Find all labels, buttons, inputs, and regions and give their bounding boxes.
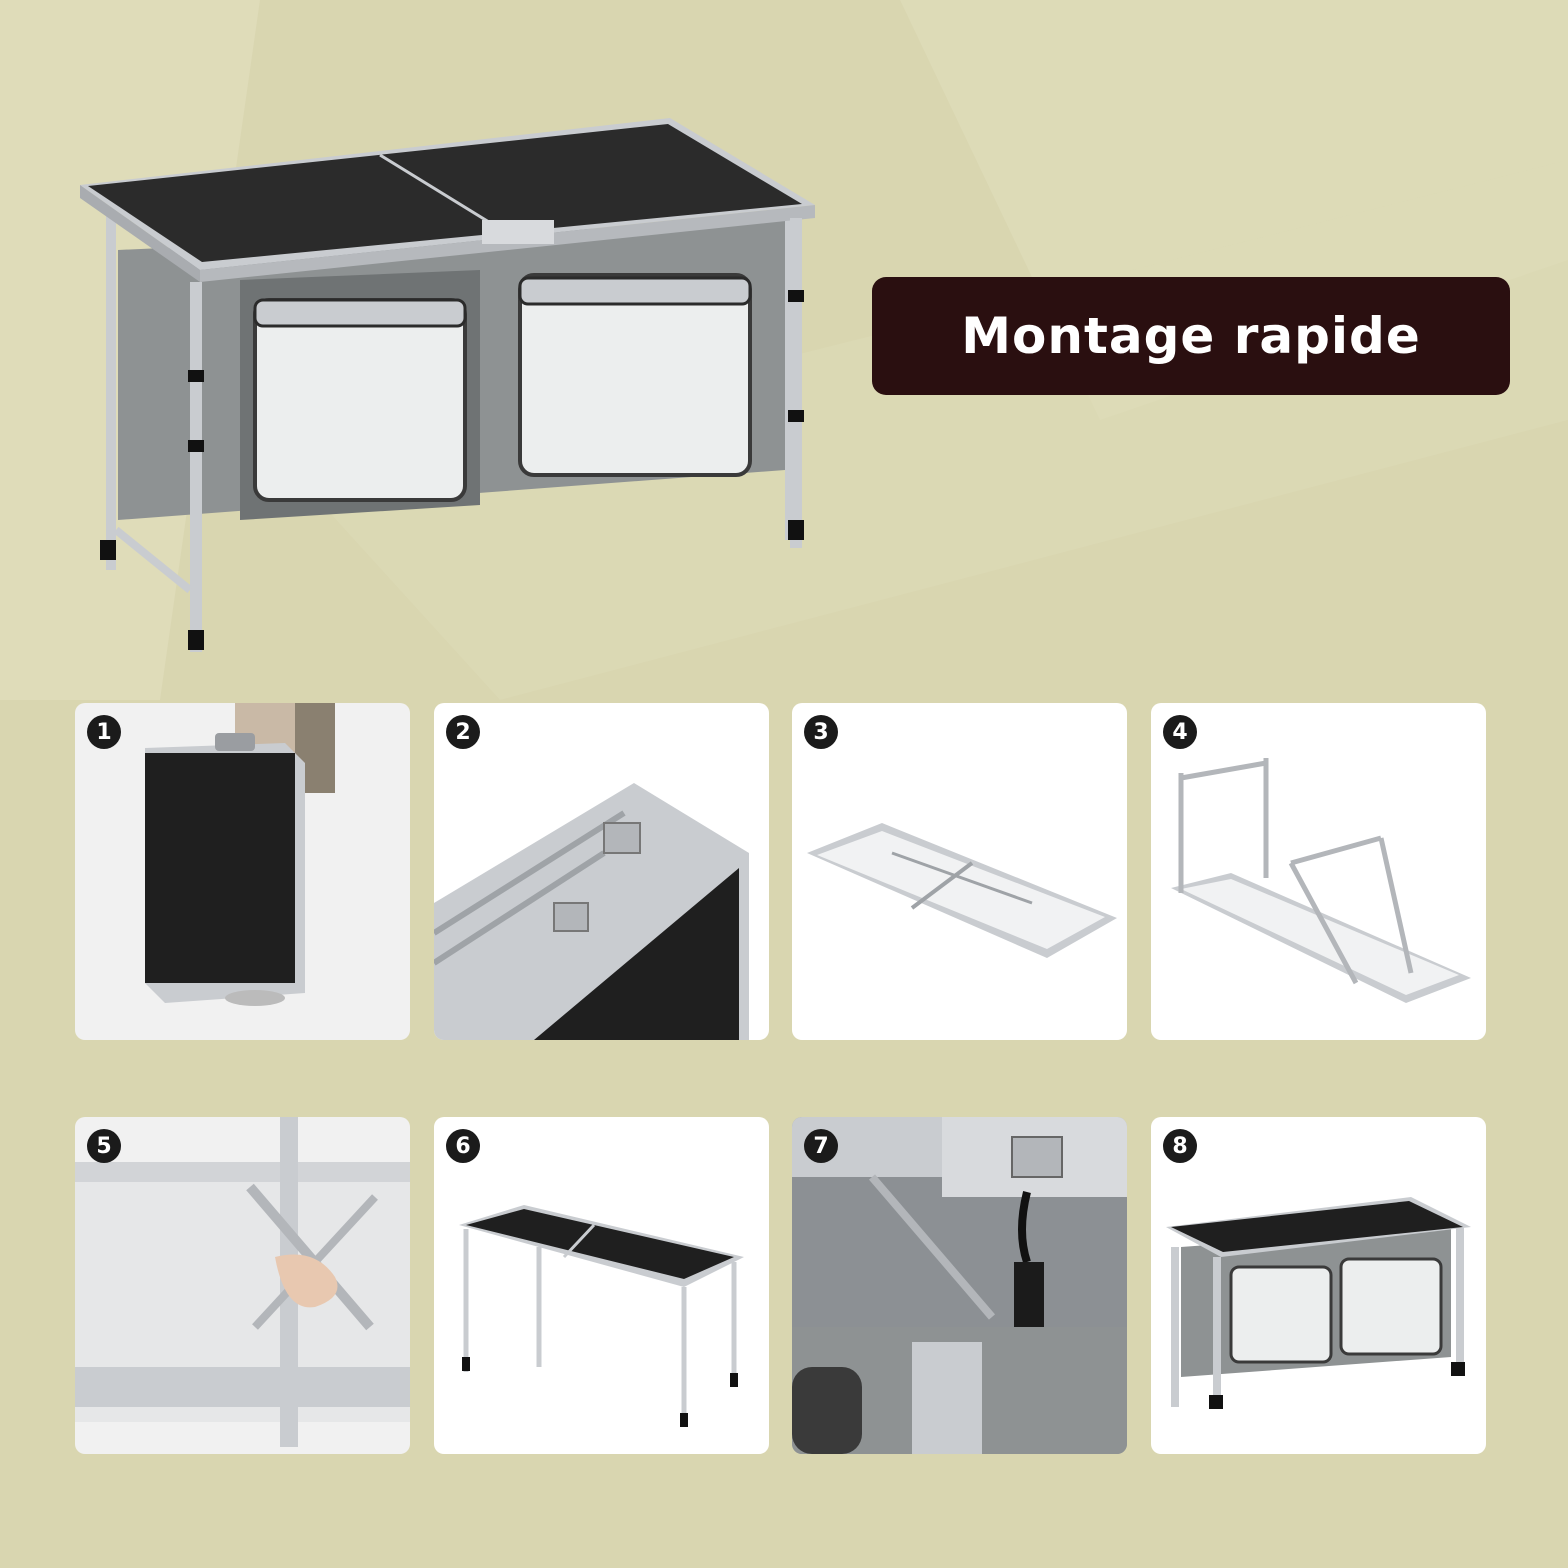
step-4-tile: 4 [1151,703,1486,1040]
step-7-badge: 7 [804,1129,838,1163]
step-6-tile: 6 [434,1117,769,1454]
assembled-table-image [459,1205,744,1427]
step-2-badge: 2 [446,715,480,749]
step-8-badge: 8 [1163,1129,1197,1163]
leg-lock-closeup-image [75,1117,410,1447]
step-4-badge: 4 [1163,715,1197,749]
open-table-underside-image [807,823,1117,958]
step-5-tile: 5 [75,1117,410,1454]
step-7-tile: 7 [792,1117,1127,1454]
step-3-tile: 3 [792,703,1127,1040]
folded-table-closeup-image [434,783,749,1040]
title-text: Montage rapide [961,307,1421,365]
folded-table-carry-image [145,703,335,1006]
step-1-badge: 1 [87,715,121,749]
step-3-badge: 3 [804,715,838,749]
step-8-tile: 8 [1151,1117,1486,1454]
hero-table-image [80,118,815,652]
step-6-badge: 6 [446,1129,480,1163]
title-banner: Montage rapide [872,277,1510,395]
cabinet-hook-closeup-image [792,1117,1127,1454]
table-legs-unfolding-image [1171,758,1471,1003]
finished-table-with-cabinet-image [1166,1197,1471,1409]
step-1-tile: 1 [75,703,410,1040]
step-2-tile: 2 [434,703,769,1040]
step-5-badge: 5 [87,1129,121,1163]
